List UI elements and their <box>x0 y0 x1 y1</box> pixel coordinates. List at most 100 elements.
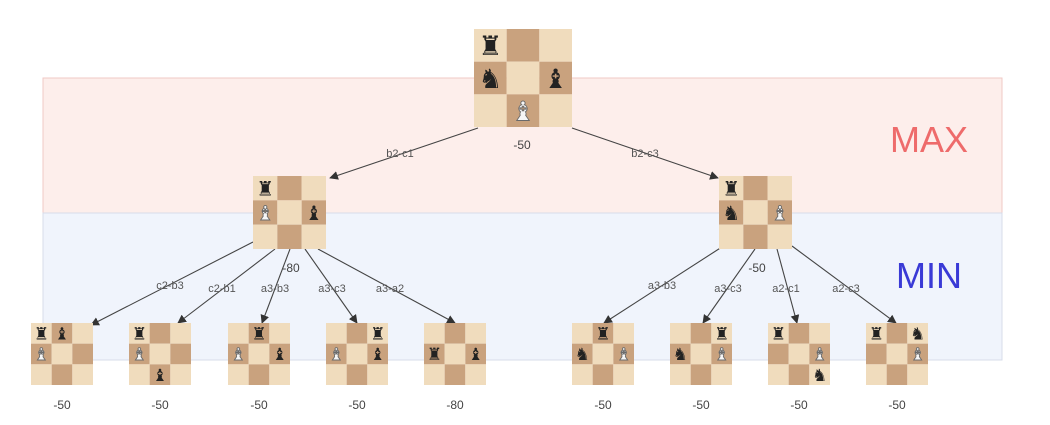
black-rook-icon: ♜ <box>714 324 729 344</box>
max-label: MAX <box>890 119 968 160</box>
board-square <box>788 323 810 344</box>
board-square <box>767 200 792 225</box>
black-knight-icon: ♞ <box>722 201 740 225</box>
board-square <box>907 364 928 385</box>
black-rook-icon: ♜ <box>251 324 266 344</box>
board-square <box>767 224 792 249</box>
board-square <box>170 364 191 385</box>
black-bishop-icon: ♝ <box>305 201 323 225</box>
node-value: -50 <box>513 138 531 152</box>
board-square <box>670 364 691 385</box>
board-square <box>253 224 278 249</box>
board-square <box>444 323 466 344</box>
black-knight-icon: ♞ <box>478 64 502 95</box>
board-square <box>506 94 540 127</box>
move-label: a3-b3 <box>261 283 289 295</box>
edge-arrow <box>329 127 479 180</box>
board-square <box>539 61 572 95</box>
board-square <box>301 224 326 249</box>
node-value: -50 <box>594 398 612 412</box>
black-bishop-icon: ♝ <box>468 344 483 364</box>
node-value: -50 <box>53 398 71 412</box>
board-square <box>228 343 249 365</box>
board-square <box>170 343 191 365</box>
board-square <box>269 364 290 385</box>
board-square <box>768 343 789 365</box>
leaf-board: ♜♝♝ <box>129 323 191 385</box>
node-value: -80 <box>446 398 464 412</box>
leaf-board: ♜♝♝ <box>228 323 290 385</box>
leaf-board: ♜♝♝ <box>31 323 93 385</box>
node-value: -50 <box>748 261 766 275</box>
node-value: -50 <box>250 398 268 412</box>
board-square <box>277 176 302 201</box>
board-square <box>886 364 908 385</box>
move-label: c2-b1 <box>208 283 236 295</box>
board-square <box>269 343 290 365</box>
min-band: MIN <box>42 212 1003 361</box>
board-square <box>326 323 347 344</box>
edge-arrow <box>260 248 291 324</box>
board-square <box>572 364 593 385</box>
black-rook-icon: ♜ <box>869 324 884 344</box>
black-bishop-icon: ♝ <box>272 344 287 364</box>
board-square <box>711 364 732 385</box>
move-label: a3-b3 <box>648 280 676 292</box>
board-square <box>539 29 572 62</box>
board-square <box>301 200 326 225</box>
board-square <box>690 323 712 344</box>
board-square <box>743 176 768 201</box>
board-square <box>809 364 830 385</box>
board-square <box>809 323 830 344</box>
root-board: ♜♞♝♝ <box>474 29 572 128</box>
leaf-board: ♜ ♞ ♝ <box>670 323 732 385</box>
board-square <box>907 343 928 365</box>
move-label: b2-c3 <box>631 148 659 160</box>
move-label: b2-c1 <box>386 148 414 160</box>
min-label: MIN <box>896 255 962 296</box>
board-square <box>474 29 507 62</box>
board-square <box>690 343 712 365</box>
board-square <box>886 343 908 365</box>
board-square <box>474 94 507 127</box>
board-square <box>767 176 792 201</box>
nodes: ♜♞♝♝-50♜♝♝-80♜♝♝-50♜♝♝-50♜♝♝-50♜♝♝-50♜♝-… <box>31 29 928 412</box>
board-square <box>51 343 73 365</box>
black-rook-icon: ♜ <box>478 31 502 62</box>
black-bishop-icon: ♝ <box>370 344 385 364</box>
board-square <box>149 364 171 385</box>
board-square <box>670 323 691 344</box>
edge-arrow <box>776 248 800 324</box>
node-value: -50 <box>692 398 710 412</box>
board-square <box>424 323 445 344</box>
board-square <box>711 323 732 344</box>
white-bishop-icon: ♝ <box>329 344 344 364</box>
leaf-board: ♜♝♞ <box>768 323 830 385</box>
board-square <box>465 323 486 344</box>
board-square <box>277 200 302 225</box>
black-bishop-icon: ♝ <box>54 324 69 344</box>
board-square <box>367 323 388 344</box>
board-square <box>326 364 347 385</box>
board-square <box>228 364 249 385</box>
white-bishop-icon: ♝ <box>132 344 147 364</box>
board-square <box>866 364 887 385</box>
board-square <box>248 343 270 365</box>
board-square <box>743 224 768 249</box>
edge-arrow <box>702 248 756 324</box>
white-bishop-icon: ♝ <box>511 96 535 127</box>
board-square <box>51 323 73 344</box>
board-square <box>72 364 93 385</box>
board-square <box>170 323 191 344</box>
board-square <box>31 323 52 344</box>
board-square <box>506 61 540 95</box>
board-square <box>72 323 93 344</box>
white-bishop-icon: ♝ <box>812 344 827 364</box>
board-square <box>248 364 270 385</box>
board-square <box>149 323 171 344</box>
board-square <box>129 364 150 385</box>
white-bishop-icon: ♝ <box>714 344 729 364</box>
black-knight-icon: ♞ <box>673 344 688 364</box>
black-rook-icon: ♜ <box>370 324 385 344</box>
